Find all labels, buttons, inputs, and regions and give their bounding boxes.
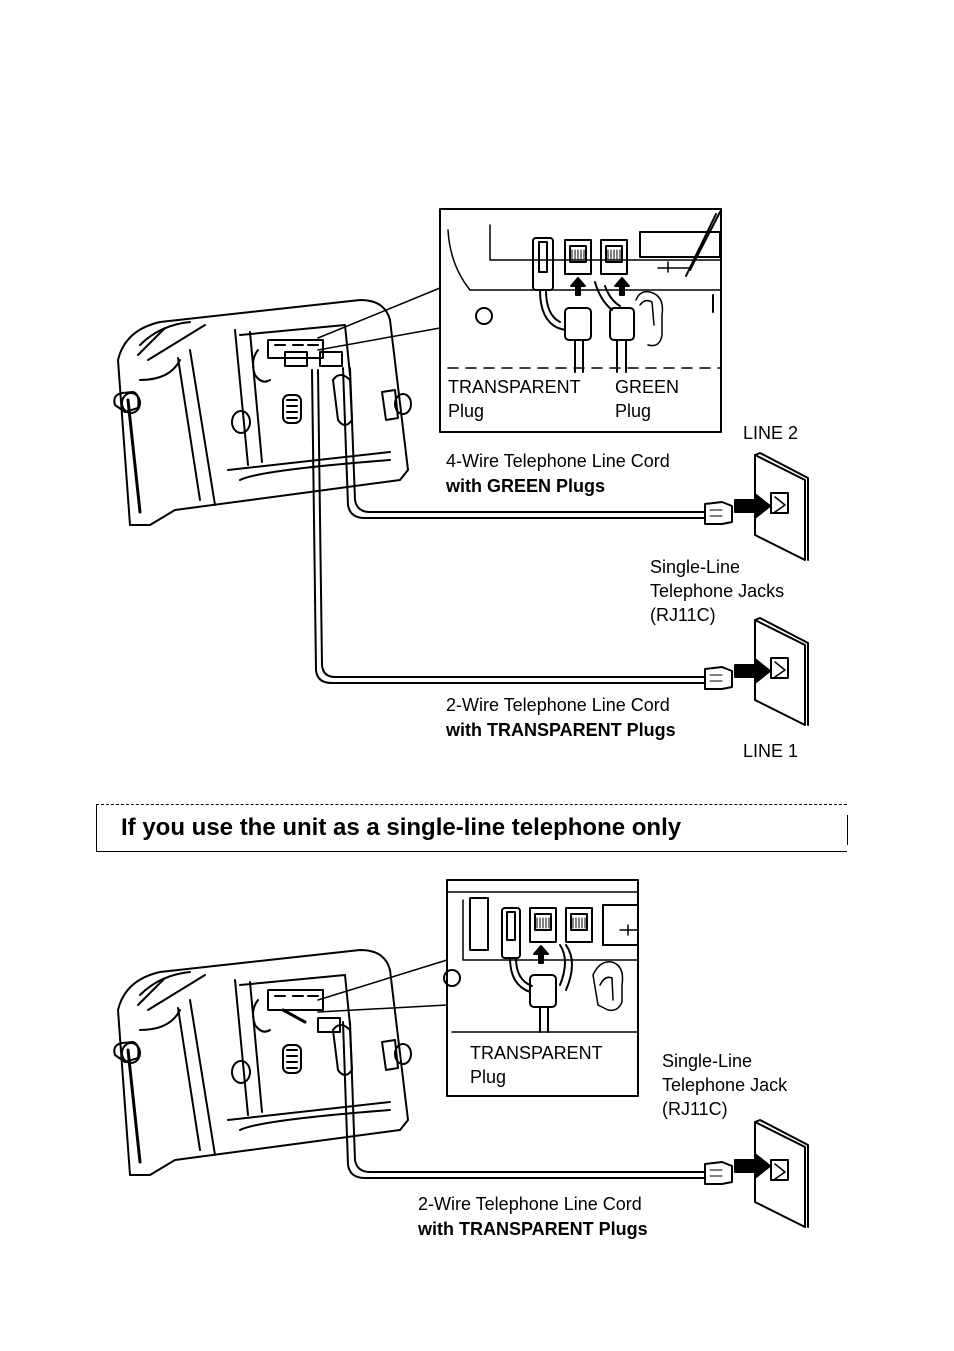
callout-box-1 <box>439 208 722 433</box>
transparent-label: TRANSPARENT <box>448 377 581 397</box>
wall-jack-line1 <box>754 617 809 726</box>
arrow-line2 <box>734 493 771 519</box>
jacks-label-2: Telephone Jacks <box>650 581 785 601</box>
telephone-unit-2 <box>113 949 412 1176</box>
section-heading: If you use the unit as a single-line tel… <box>121 814 682 841</box>
wall-jack-line2 <box>754 452 809 561</box>
line1-label: LINE 1 <box>743 741 799 761</box>
two-wire-cord-label: 2-Wire Telephone Line Cord <box>446 695 670 715</box>
transparent-plug-label-2: Plug <box>470 1067 507 1087</box>
green-label: GREEN <box>615 377 680 397</box>
four-wire-cord-sub: with GREEN Plugs <box>446 476 606 496</box>
transparent-plug-label: Plug <box>448 401 485 421</box>
arrow-line1 <box>734 658 771 684</box>
cords-1 <box>311 367 733 690</box>
arrow-single <box>734 1153 771 1179</box>
jacks-label-1: Single-Line <box>650 557 741 577</box>
telephone-unit-1 <box>113 299 412 526</box>
section-heading-box: If you use the unit as a single-line tel… <box>96 804 848 852</box>
jack-label-2: Telephone Jack <box>662 1075 788 1095</box>
jack-label-1: Single-Line <box>662 1051 753 1071</box>
cords-2 <box>342 1021 733 1185</box>
jacks-label-3: (RJ11C) <box>650 605 716 625</box>
green-plug-label: Plug <box>615 401 652 421</box>
wall-jack-single <box>754 1119 809 1228</box>
transparent-label-2: TRANSPARENT <box>470 1043 603 1063</box>
jack-label-3: (RJ11C) <box>662 1099 728 1119</box>
callout-box-2 <box>443 879 639 1097</box>
two-wire-cord-sub: with TRANSPARENT Plugs <box>446 720 676 740</box>
heading-box-edge <box>847 815 848 845</box>
two-wire-cord-sub-2: with TRANSPARENT Plugs <box>418 1219 648 1239</box>
four-wire-cord-label: 4-Wire Telephone Line Cord <box>446 451 670 471</box>
line2-label: LINE 2 <box>743 423 799 443</box>
two-wire-cord-label-2: 2-Wire Telephone Line Cord <box>418 1194 642 1214</box>
